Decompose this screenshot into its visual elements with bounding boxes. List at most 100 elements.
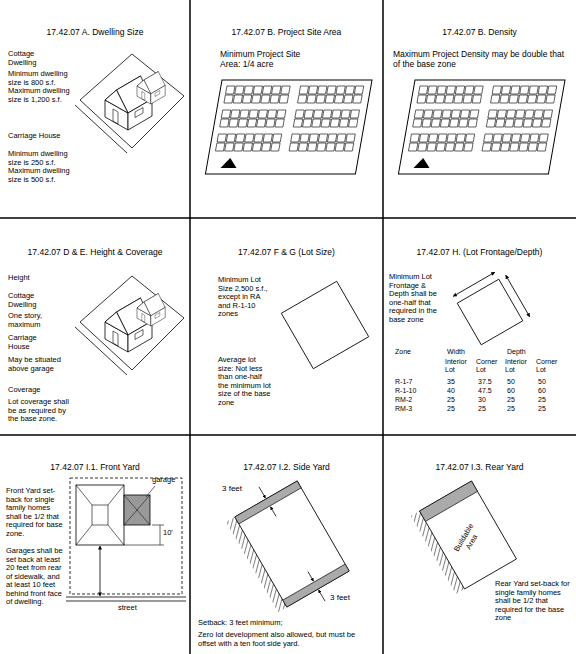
panel-heading: 17.42.07 I.2. Side Yard bbox=[190, 463, 383, 473]
lot-block bbox=[523, 119, 532, 127]
table-cell: 40 bbox=[447, 387, 477, 395]
lot-block bbox=[235, 86, 244, 94]
lot-block bbox=[546, 95, 555, 103]
figure-label: 3 feet bbox=[222, 484, 252, 493]
table-cell: RM-2 bbox=[395, 396, 425, 404]
zoning-panel: 17.42.07 I.2. Side YardSetback: 3 feet m… bbox=[190, 435, 383, 654]
lot-block bbox=[275, 119, 284, 127]
figure-label: 10' bbox=[163, 529, 183, 538]
lot-block bbox=[240, 110, 249, 118]
panel-text: Average lot size: Not less than one-half… bbox=[218, 356, 273, 407]
lot-block bbox=[465, 86, 474, 94]
table-cell: 30 bbox=[478, 396, 508, 404]
lot-block bbox=[515, 110, 524, 118]
panel-heading: 17.42.07 A. Dwelling Size bbox=[0, 28, 190, 38]
lot-block bbox=[520, 86, 529, 94]
lot-block bbox=[502, 134, 511, 142]
lot-block bbox=[247, 119, 256, 127]
house-illustration bbox=[75, 54, 184, 153]
lot-block bbox=[257, 119, 266, 127]
lot-block bbox=[261, 143, 270, 151]
lot-block bbox=[334, 95, 343, 103]
lot-block bbox=[492, 86, 501, 94]
figure-label: Buildable Area bbox=[450, 518, 486, 563]
lot-block bbox=[468, 119, 477, 127]
lot-block bbox=[455, 86, 464, 94]
lot-block bbox=[316, 95, 325, 103]
lot-block bbox=[267, 110, 276, 118]
table-cell: 25 bbox=[538, 405, 568, 413]
lot-block bbox=[408, 143, 417, 151]
lot-block bbox=[217, 134, 226, 142]
lot-block bbox=[534, 110, 543, 118]
lot-block bbox=[518, 95, 527, 103]
table-cell: 25 bbox=[447, 405, 477, 413]
table-cell: Interior Lot bbox=[505, 358, 533, 374]
lot-block bbox=[437, 86, 446, 94]
lot-block bbox=[474, 86, 483, 94]
panel-text: Carriage House bbox=[8, 132, 68, 141]
figure-label: street bbox=[118, 604, 148, 613]
lot-block bbox=[484, 134, 493, 142]
lot-block bbox=[335, 143, 344, 151]
lot-block bbox=[451, 110, 460, 118]
lot-block bbox=[233, 95, 242, 103]
lot-block bbox=[454, 95, 463, 103]
house-illustration bbox=[75, 276, 184, 375]
lot-block bbox=[500, 143, 509, 151]
panel-text: Minimum Project Site Area: 1/4 acre bbox=[220, 50, 320, 69]
lot-block bbox=[318, 134, 327, 142]
zoning-panel: 17.42.07 B. Project Site AreaMinimum Pro… bbox=[190, 0, 383, 218]
lot-block bbox=[528, 143, 537, 151]
lot-block bbox=[238, 119, 247, 127]
lot-block bbox=[422, 119, 431, 127]
lot-block bbox=[318, 86, 327, 94]
lot-block bbox=[291, 134, 300, 142]
lot-block bbox=[326, 143, 335, 151]
lot-block bbox=[488, 110, 497, 118]
zoning-panel: 17.42.07 D & E. Height & CoverageHeightC… bbox=[0, 218, 190, 435]
lot-block bbox=[308, 86, 317, 94]
lot-block bbox=[445, 143, 454, 151]
lot-block bbox=[496, 119, 505, 127]
lot-block bbox=[321, 119, 330, 127]
lot-block bbox=[446, 86, 455, 94]
lot-block bbox=[242, 95, 251, 103]
table-cell: 35 bbox=[447, 378, 477, 386]
lot-block bbox=[529, 86, 538, 94]
panel-text: Minimum Lot Size 2,500 s.f., except in R… bbox=[218, 276, 273, 319]
lot-block bbox=[353, 95, 362, 103]
lot-block bbox=[317, 143, 326, 151]
lot-block bbox=[419, 86, 428, 94]
lot-block bbox=[423, 110, 432, 118]
lot-block bbox=[431, 119, 440, 127]
lot-block bbox=[341, 110, 350, 118]
lot-block bbox=[298, 143, 307, 151]
lot-block bbox=[245, 134, 254, 142]
lot-block bbox=[519, 143, 528, 151]
lot-block bbox=[230, 110, 239, 118]
lot-block bbox=[354, 86, 363, 94]
lot-block bbox=[307, 95, 316, 103]
zoning-panel: 17.42.07 A. Dwelling SizeCottage Dwellin… bbox=[0, 0, 190, 218]
lot-block bbox=[235, 134, 244, 142]
lot-block bbox=[295, 110, 304, 118]
lot-block bbox=[538, 86, 547, 94]
lot-block bbox=[413, 119, 422, 127]
lot-block bbox=[307, 143, 316, 151]
lot-block bbox=[345, 86, 354, 94]
lot-outline bbox=[281, 281, 368, 368]
panel-text: Height bbox=[8, 274, 68, 283]
lot-block bbox=[249, 110, 258, 118]
lot-block bbox=[509, 95, 518, 103]
lot-block bbox=[344, 95, 353, 103]
lot-block bbox=[327, 86, 336, 94]
figure-label: garage bbox=[152, 476, 182, 485]
lot-block bbox=[325, 95, 334, 103]
lot-block bbox=[460, 110, 469, 118]
lot-block bbox=[539, 134, 548, 142]
lot-block bbox=[327, 134, 336, 142]
panel-text: Zero lot development also allowed, but m… bbox=[198, 631, 373, 648]
lot-block bbox=[221, 110, 230, 118]
panel-heading: 17.42.07 B. Project Site Area bbox=[190, 28, 383, 38]
